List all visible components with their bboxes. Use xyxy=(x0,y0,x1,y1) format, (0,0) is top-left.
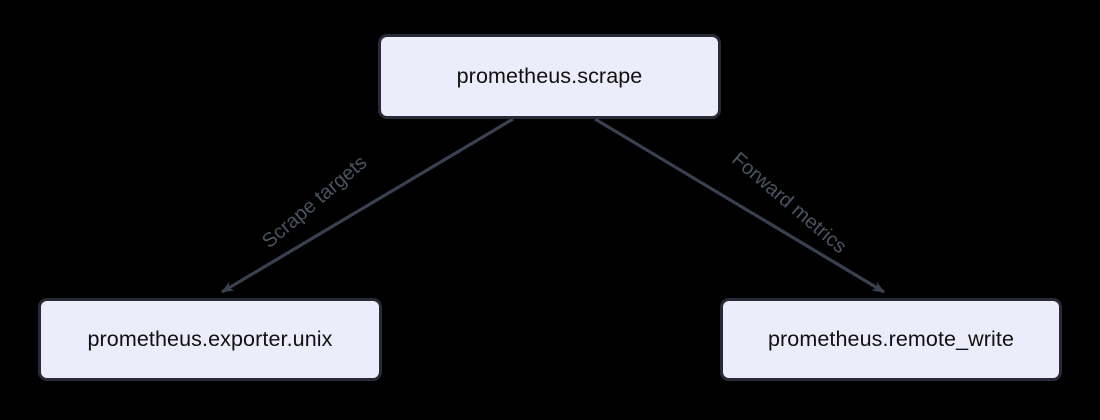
edge-scrape-to-remote-write xyxy=(594,117,885,294)
node-label: prometheus.remote_write xyxy=(767,327,1015,351)
node-prometheus-exporter-unix[interactable]: prometheus.exporter.unix xyxy=(38,298,382,381)
edge-scrape-to-exporter-unix xyxy=(221,117,514,294)
node-label: prometheus.scrape xyxy=(456,64,643,88)
node-prometheus-scrape[interactable]: prometheus.scrape xyxy=(378,34,721,119)
node-label: prometheus.exporter.unix xyxy=(87,327,333,351)
node-prometheus-remote-write[interactable]: prometheus.remote_write xyxy=(720,298,1062,381)
